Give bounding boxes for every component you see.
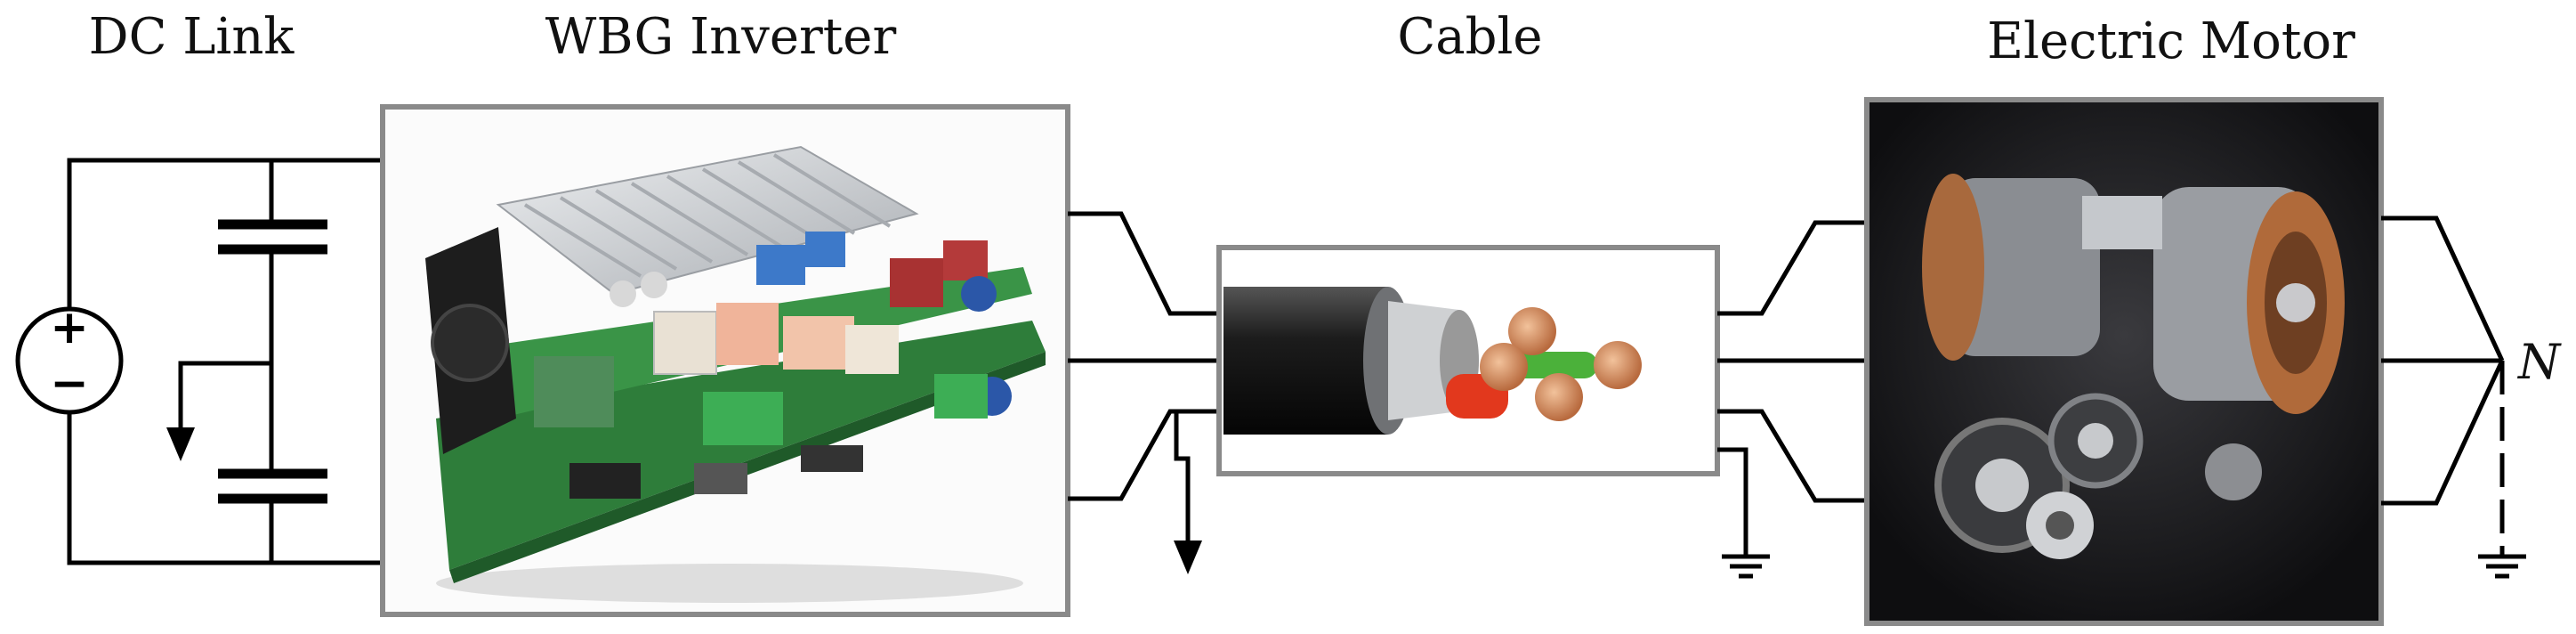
motor-star-wires [2381,215,2505,557]
motor-label: Electric Motor [1987,12,2355,70]
capacitor-top [218,219,327,255]
cable-label: Cable [1397,8,1542,66]
source-minus: − [50,357,89,410]
cable-image [1216,245,1720,476]
neutral-ground-symbol [2478,554,2526,579]
midpoint-arrow [166,427,195,461]
dc-link-label: DC Link [89,8,295,66]
copper-conductor [1594,341,1642,389]
inverter-label: WBG Inverter [545,8,897,66]
inverter-image [380,104,1070,617]
source-plus: + [50,301,89,354]
neutral-label: N [2516,334,2562,390]
cable-ground-symbol [1722,554,1770,579]
dc-source [15,306,124,415]
copper-conductor [1480,343,1528,391]
cable-output-wires [1717,220,1867,557]
inverter-output-wires [1068,211,1219,543]
dc-link-circuit [67,158,383,565]
cable-shield-arrow [1174,541,1202,574]
capacitor-bottom [218,468,327,504]
heatsink [496,145,919,296]
copper-conductor [1508,307,1556,355]
copper-conductor [1535,373,1583,421]
motor-image [1864,97,2384,626]
